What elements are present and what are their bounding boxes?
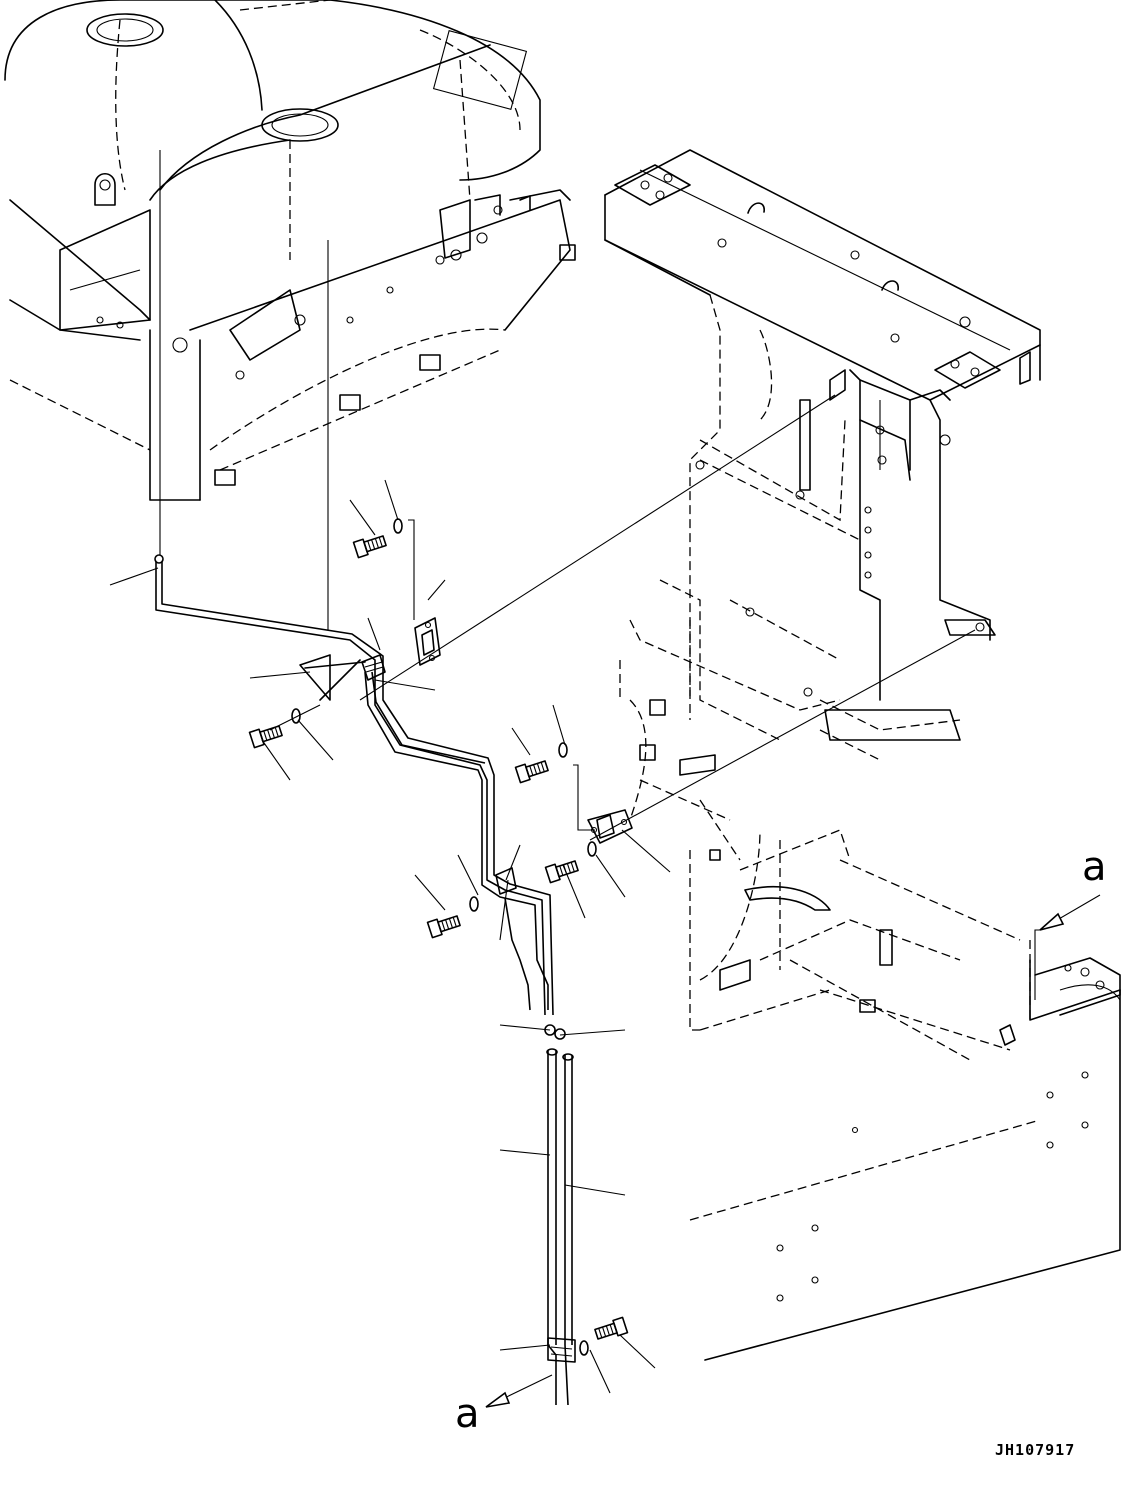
pipe-brackets — [414, 617, 633, 844]
main-frame — [604, 149, 1121, 1361]
washer — [393, 518, 403, 534]
drawing-code: JH107917 — [995, 1441, 1075, 1459]
bolt — [426, 915, 461, 939]
view-label-top: a — [1082, 844, 1107, 890]
view-arrow-top: a — [1034, 844, 1107, 1000]
washer — [579, 1340, 589, 1356]
view-label-bottom: a — [455, 1391, 480, 1437]
bolt — [352, 535, 387, 559]
washer — [587, 841, 597, 857]
pipe-routing — [154, 554, 576, 1406]
fasteners — [248, 518, 629, 1356]
bolt — [514, 760, 549, 784]
washer — [469, 896, 479, 912]
washer — [558, 742, 568, 758]
tank-assembly — [4, 0, 576, 501]
bolt — [594, 1316, 629, 1340]
washer — [291, 708, 301, 724]
bolt — [544, 860, 579, 884]
view-arrow-bottom: a — [455, 1374, 553, 1437]
bolt — [248, 725, 283, 749]
